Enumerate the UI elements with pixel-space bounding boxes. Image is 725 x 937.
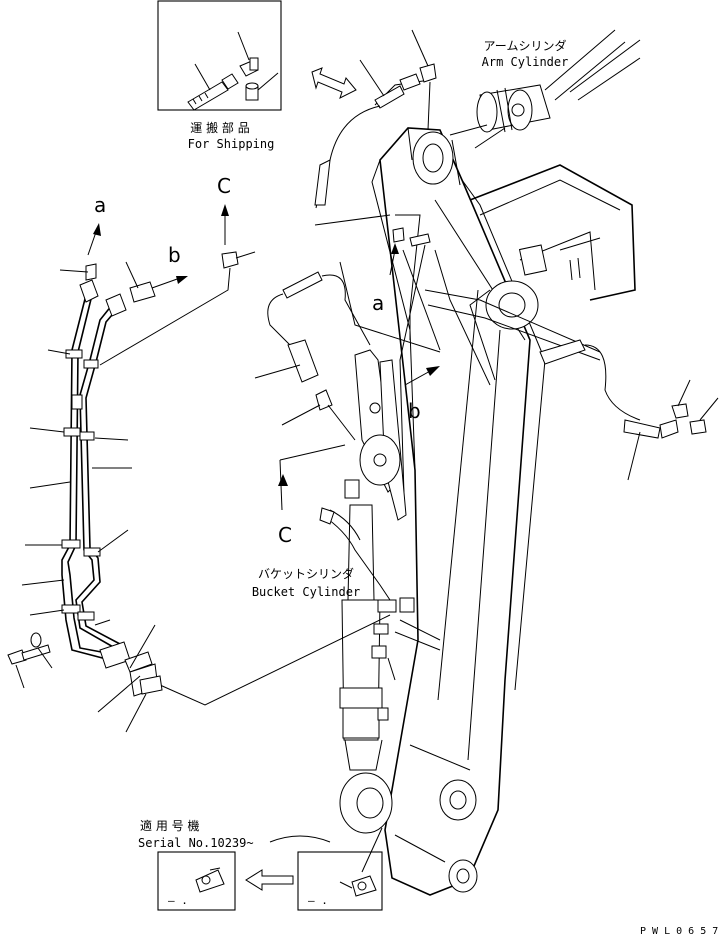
boom-callouts: a b C — [278, 243, 440, 547]
for-shipping-inset: 運 搬 部 品 For Shipping — [157, 0, 282, 151]
callout-c-boom: C — [278, 523, 292, 547]
callout-c-left: C — [217, 174, 231, 198]
left-piping-group: a b C — [7, 174, 256, 733]
shipping-label-en: For Shipping — [188, 137, 275, 151]
shipping-pipe-part — [187, 63, 239, 111]
detail-box-new-marks: — . — [168, 894, 188, 907]
serial-detail: 適 用 号 機 Serial No.10239~ — . — . — [138, 818, 383, 911]
callout-b-left: b — [168, 243, 181, 267]
detail-box-old — [297, 851, 383, 911]
applicable-label-jp: 適 用 号 機 — [140, 818, 199, 833]
callout-a-left: a — [94, 193, 106, 217]
boom-piping — [159, 29, 719, 706]
shipping-nut-part — [245, 72, 279, 101]
arm-cylinder-label-en: Arm Cylinder — [482, 55, 569, 69]
callout-b-boom: b — [408, 399, 421, 423]
serial-arrow — [245, 869, 294, 891]
callout-a-boom: a — [372, 291, 384, 315]
bucket-cylinder: バケットシリンダ Bucket Cylinder — [252, 504, 393, 834]
double-arrow — [311, 67, 357, 99]
mounting-bracket — [344, 349, 415, 659]
boom-structure — [371, 127, 636, 896]
bucket-cylinder-label-jp: バケットシリンダ — [258, 566, 354, 581]
serial-number-label: Serial No.10239~ — [138, 836, 254, 850]
bucket-cylinder-label-en: Bucket Cylinder — [252, 585, 360, 599]
detail-box-old-marks: — . — [308, 894, 328, 907]
arm-cylinder: アームシリンダ Arm Cylinder — [449, 29, 641, 149]
shipping-elbow-fitting — [237, 31, 259, 77]
drawing-number: P W L 0 6 5 7 — [640, 926, 718, 937]
arm-cylinder-label-jp: アームシリンダ — [484, 38, 567, 53]
shipping-label-jp: 運 搬 部 品 — [190, 120, 249, 135]
